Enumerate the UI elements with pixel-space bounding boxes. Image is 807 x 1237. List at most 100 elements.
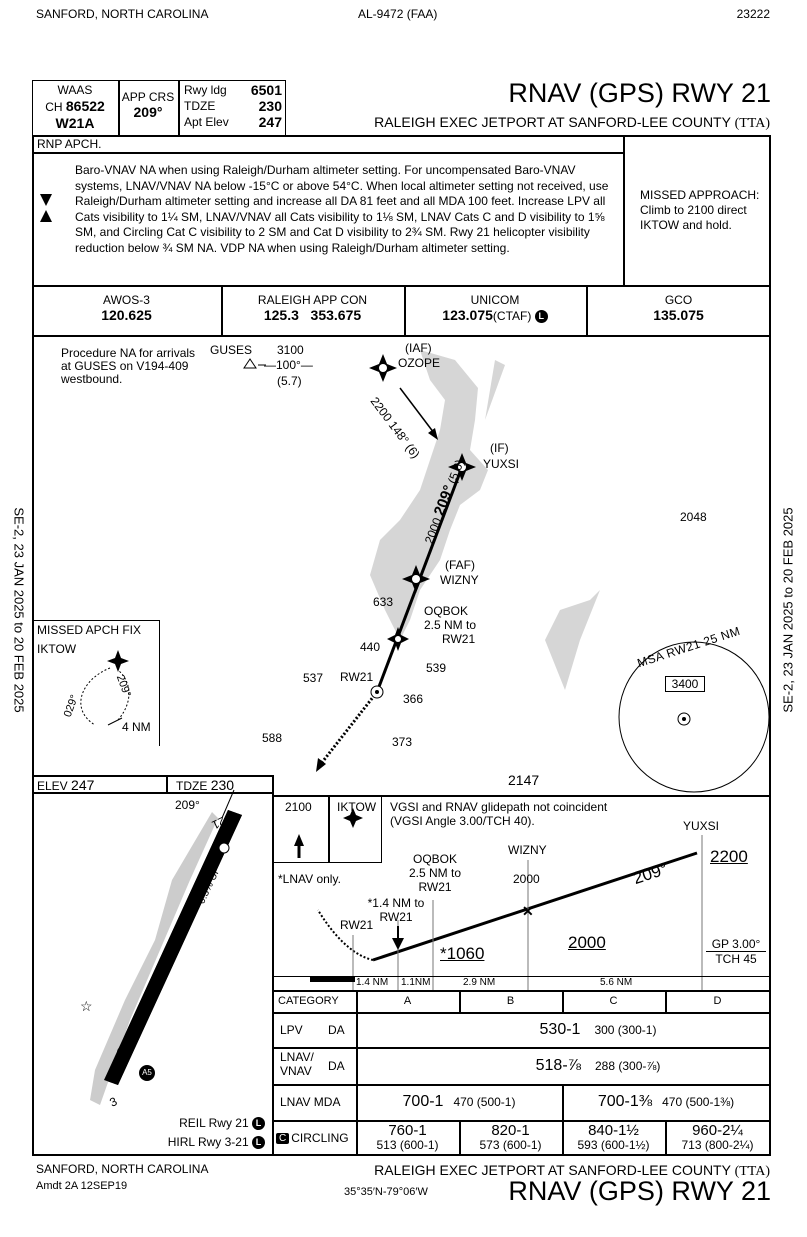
lnav-mda-label: LNAV MDA xyxy=(280,1095,341,1109)
waas-channel: 86522 xyxy=(65,98,105,114)
footer-airport-id: (TTA) xyxy=(734,1164,770,1179)
oqbok-note: 2.5 NM to xyxy=(408,866,462,880)
circling-hat: 513 (600-1) xyxy=(376,1138,439,1152)
parking-icon: P xyxy=(117,1046,130,1059)
rwy-ldg-label: Rwy ldg xyxy=(184,83,227,97)
profile-rw21: RW21 xyxy=(340,918,374,932)
waas-info: WAAS CH 86522 W21A xyxy=(32,82,118,131)
beacon-icon: ☆ xyxy=(80,998,93,1014)
tdze-value: 230 xyxy=(210,777,235,793)
footer-coordinates: 35°35′N-79°06′W xyxy=(344,1186,428,1198)
glideslope-intercept-altitude: 2000 xyxy=(568,933,606,952)
lnav-cd-hat: 470 (500-1⅜) xyxy=(662,1095,735,1109)
missed-approach-track xyxy=(318,691,379,766)
comm-freq: 123.075 xyxy=(442,307,493,323)
lake-shape xyxy=(370,350,600,690)
glidepath-info: GP 3.00°TCH 45 xyxy=(706,937,766,966)
airport-name: RALEIGH EXEC JETPORT AT SANFORD-LEE COUN… xyxy=(374,114,770,132)
circling-mda: 820-1 xyxy=(491,1122,530,1139)
category-a: A xyxy=(403,995,412,1007)
tdze-value: 230 xyxy=(258,98,282,114)
hirl-label: HIRL Rwy 3-21 xyxy=(167,1135,249,1149)
lnav-vnav-type: DA xyxy=(328,1058,345,1073)
guses-alt: 3100 xyxy=(277,343,304,357)
obstacle-elevation: 366 xyxy=(403,692,424,706)
ctaf-label: (CTAF) xyxy=(492,309,532,323)
app-crs-label: APP CRS xyxy=(121,90,175,104)
t-symbol-icon xyxy=(40,194,52,206)
lpv-label: LPV xyxy=(280,1022,303,1037)
msa-circle xyxy=(618,641,770,793)
vdp-altitude: *1060 xyxy=(440,944,485,963)
obstacle-elevation: 2048 xyxy=(680,510,707,524)
rwy-ldg-value: 6501 xyxy=(250,82,282,98)
obstacle-elevation: 537 xyxy=(303,671,324,685)
category-d: D xyxy=(713,995,722,1007)
category-c: C xyxy=(609,995,618,1007)
obstacle-elevation: 2147 xyxy=(508,772,540,788)
hold-fix: IKTOW xyxy=(337,800,377,814)
page-title: RNAV (GPS) RWY 21 xyxy=(508,78,771,108)
comm-label: AWOS-3 xyxy=(103,293,150,307)
waas-id: W21A xyxy=(55,115,95,131)
lnav-ab-hat: 470 (500-1) xyxy=(453,1095,516,1109)
obstacle-elevation: 373 xyxy=(392,735,413,749)
guses-label: GUSES xyxy=(210,343,253,357)
oqbok-note-rw: RW21 xyxy=(418,880,452,894)
wizny-altitude: 2000 xyxy=(513,872,540,886)
notes-icons xyxy=(40,194,52,222)
reil-note: REIL Rwy 21 L xyxy=(150,1116,265,1131)
footer-airport: RALEIGH EXEC JETPORT AT SANFORD-LEE COUN… xyxy=(374,1162,770,1180)
footer-state: SANFORD, NORTH CAROLINA xyxy=(36,1162,209,1176)
vgsi-note-1: VGSI and RNAV glidepath not coincident xyxy=(390,800,608,814)
chart-id: AL-9472 (FAA) xyxy=(358,7,438,21)
ozope-arrow-icon xyxy=(428,428,438,440)
airport-id: (TTA) xyxy=(734,116,770,131)
distance-segment: 1.1NM xyxy=(401,977,431,988)
profile-yuxsi: YUXSI xyxy=(683,819,720,833)
airport-elev: ELEV 247 xyxy=(37,777,94,793)
vdp-note-1: *1.4 NM to xyxy=(367,896,425,910)
oqbok-note: 2.5 NM to xyxy=(424,618,477,632)
tdze-label: TDZE xyxy=(184,99,216,113)
circling-mda: 760-1 xyxy=(388,1122,427,1139)
lnav-ab-mda: 700-1 xyxy=(402,1093,444,1110)
missed-arrow-icon xyxy=(316,758,326,772)
missed-approach-text: MISSED APPROACH: Climb to 2100 direct IK… xyxy=(640,188,760,232)
circling-hat: 573 (600-1) xyxy=(479,1138,542,1152)
comm-label: UNICOM xyxy=(470,293,520,307)
footer-amendment: Amdt 2A 12SEP19 xyxy=(36,1180,128,1192)
climb-arrow-icon xyxy=(294,834,304,846)
lpv-hat: 300 (300-1) xyxy=(594,1022,657,1037)
apt-elev-value: 247 xyxy=(258,114,282,130)
lnav-only-note: *LNAV only. xyxy=(278,872,341,886)
chart-frame xyxy=(32,135,771,1156)
guses-distance: (5.7) xyxy=(277,374,302,388)
distance-segment: 2.9 NM xyxy=(463,977,496,988)
hirl-note: HIRL Rwy 3-21 L xyxy=(130,1135,265,1150)
iktow-fix-icon xyxy=(107,650,129,672)
circling-hat: 713 (800-2¼) xyxy=(681,1138,754,1152)
hold-altitude: 2100 xyxy=(285,800,312,814)
lnav-vnav-label: LNAV/VNAV xyxy=(280,1050,314,1078)
oqbok-name: OQBOK xyxy=(412,852,457,866)
missed-fix-inset xyxy=(32,620,160,746)
chart-serial: 23222 xyxy=(736,7,770,21)
hold-box xyxy=(272,795,382,863)
a-symbol-icon xyxy=(40,210,52,222)
procedure-na-note: Procedure NA for arrivals at GUSES on V1… xyxy=(61,346,196,386)
lnav-ab-minimums: 700-1 470 (500-1) xyxy=(356,1084,562,1120)
airport-tdze: TDZE 230 xyxy=(176,777,234,793)
threshold-crossing-height: TCH 45 xyxy=(715,952,757,966)
vdp-marker-icon xyxy=(392,938,404,950)
taxiway-apron xyxy=(90,812,218,1105)
